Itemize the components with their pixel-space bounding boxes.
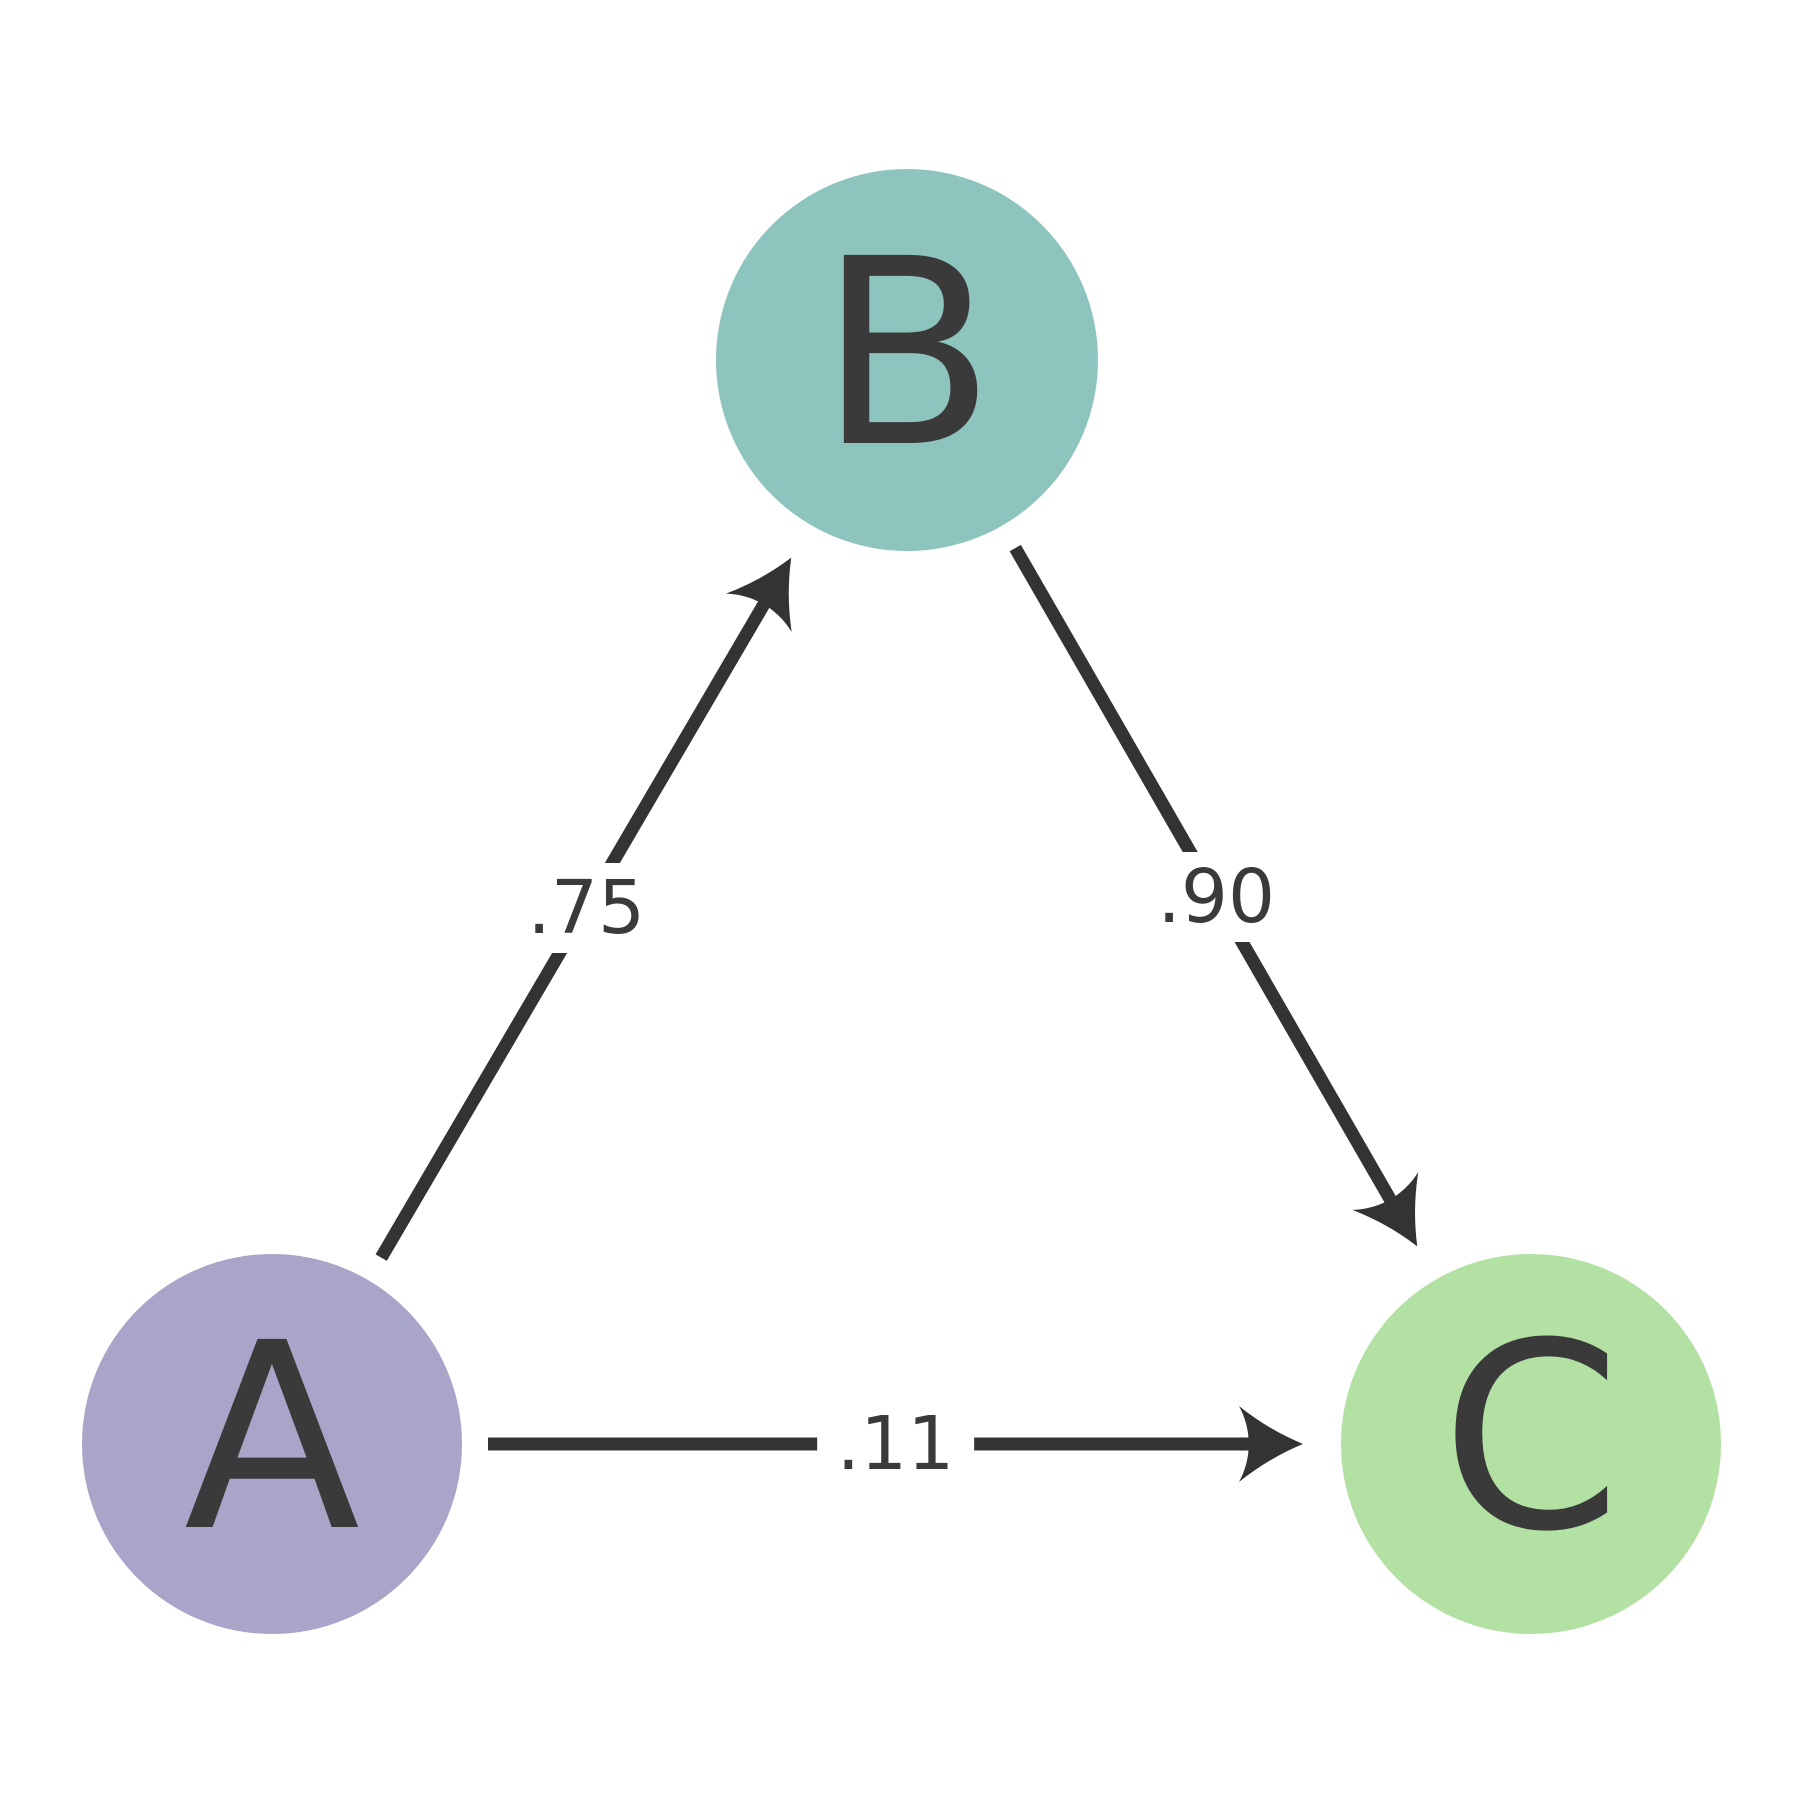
- node-a: A: [82, 1254, 462, 1634]
- node-c-label: C: [1440, 1288, 1622, 1588]
- node-a-label: A: [183, 1288, 361, 1588]
- arrowhead-icon: [1239, 1406, 1303, 1482]
- node-b: B: [716, 169, 1098, 551]
- edge-a-b-weight: .75: [507, 862, 666, 953]
- node-b-label: B: [818, 204, 996, 504]
- edge-a-c-weight: .11: [816, 1399, 975, 1489]
- edge-b-c-weight: .90: [1137, 852, 1296, 943]
- arrowhead-icon: [726, 557, 792, 633]
- arrowhead-icon: [1352, 1171, 1419, 1247]
- node-c: C: [1341, 1254, 1721, 1634]
